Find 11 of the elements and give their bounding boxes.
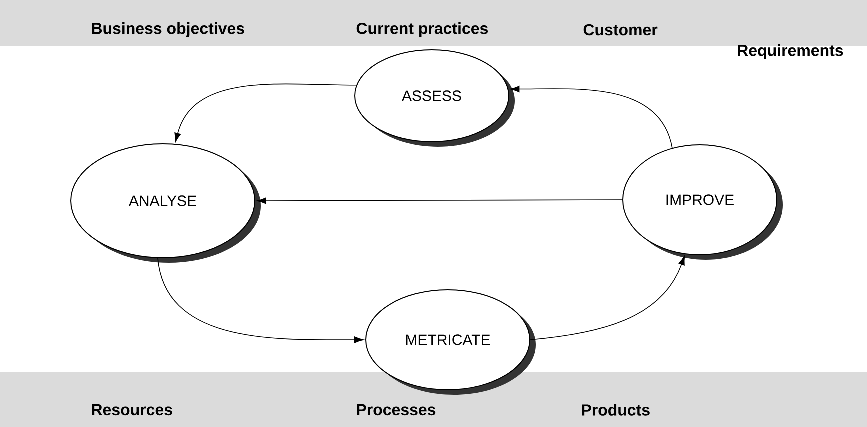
arrow [174,84,357,143]
arrow [530,256,686,340]
label: Business objectives [92,22,244,38]
arrow [158,258,364,344]
label: Customer [584,24,658,36]
label: Resources [92,404,172,416]
label: Current practices [356,22,488,38]
arrow [510,86,673,149]
label: Products [582,404,650,416]
arrow [257,198,623,204]
label: Requirements [738,44,844,60]
